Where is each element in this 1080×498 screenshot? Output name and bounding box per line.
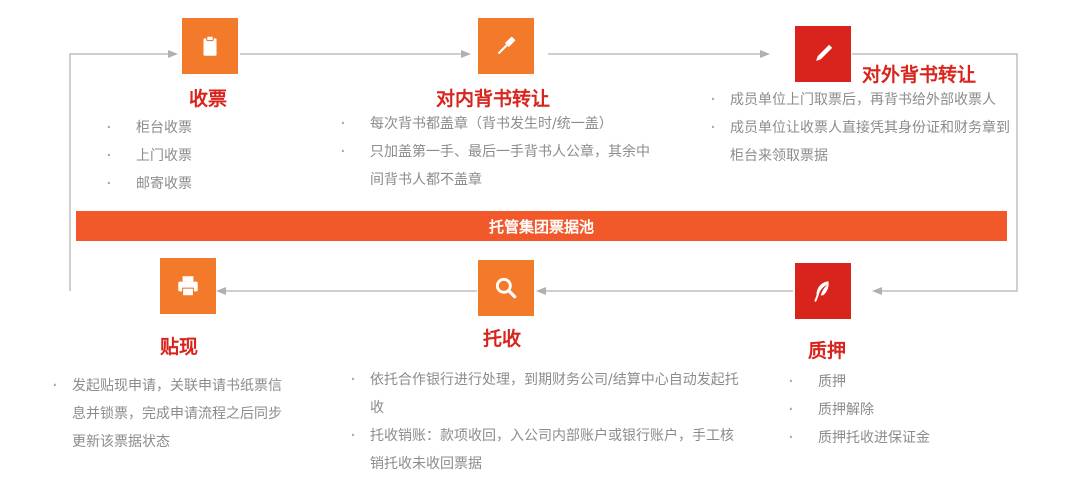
external-endorse-title: 对外背书转让 [862,64,977,86]
magnifier-icon [495,277,517,299]
internal-endorse-icon-box [478,18,534,74]
discount-title: 贴现 [160,336,199,358]
collect-title: 收票 [189,88,228,110]
feather-icon [814,281,829,302]
list-item: 上门收票 [106,142,276,170]
collect-icon-box [182,18,238,74]
list-item: 质押托收进保证金 [788,424,988,452]
list-item: 成员单位上门取票后，再背书给外部收票人 [710,86,1010,114]
list-item: 质押解除 [788,396,988,424]
list-item: 每次背书都盖章（背书发生时/统一盖） [340,110,660,138]
collection-title: 托收 [483,328,522,350]
list-item: 邮寄收票 [106,170,276,198]
list-item: 质押 [788,368,988,396]
list-item: 只加盖第一手、最后一手背书人公章，其余中间背书人都不盖章 [340,138,660,194]
pencil-icon [816,44,833,61]
arrowhead-to-discount [216,287,226,295]
internal-endorse-list: 每次背书都盖章（背书发生时/统一盖） 只加盖第一手、最后一手背书人公章，其余中间… [340,110,660,194]
pledge-icon-box [795,263,851,319]
printer-icon [178,276,198,297]
bill-pool-bar: 托管集团票据池 [76,211,1007,241]
arrowhead-to-collect [168,50,178,58]
internal-endorse-title: 对内背书转让 [436,88,551,110]
arrowhead-to-pledge [872,287,882,295]
list-item: 依托合作银行进行处理，到期财务公司/结算中心自动发起托收 [350,366,740,422]
external-endorse-list: 成员单位上门取票后，再背书给外部收票人 成员单位让收票人直接凭其身份证和财务章到… [710,86,1010,170]
list-item: 柜台收票 [106,114,276,142]
arrowhead-to-internal [461,50,471,58]
pledge-title: 质押 [808,340,847,362]
pledge-list: 质押 质押解除 质押托收进保证金 [788,368,988,452]
list-item: 成员单位让收票人直接凭其身份证和财务章到柜台来领取票据 [710,114,1010,170]
clipboard-icon [203,35,217,56]
collection-icon-box [478,260,534,316]
list-item: 发起贴现申请，关联申请书纸票信息并锁票，完成申请流程之后同步更新该票据状态 [52,372,292,456]
discount-icon-box [160,258,216,314]
discount-list: 发起贴现申请，关联申请书纸票信息并锁票，完成申请流程之后同步更新该票据状态 [52,372,292,456]
connector-discount-to-collect [69,53,170,291]
connector-external-to-pledge [852,53,1018,292]
external-endorse-icon-box [795,26,851,82]
list-item: 托收销账：款项收回，入公司内部账户或银行账户，手工核销托收未收回票据 [350,422,740,478]
collection-list: 依托合作银行进行处理，到期财务公司/结算中心自动发起托收 托收销账：款项收回，入… [350,366,740,478]
arrowhead-to-collection [536,287,546,295]
arrowhead-to-external [760,50,770,58]
collect-list: 柜台收票 上门收票 邮寄收票 [106,114,276,198]
brush-icon [498,36,516,54]
